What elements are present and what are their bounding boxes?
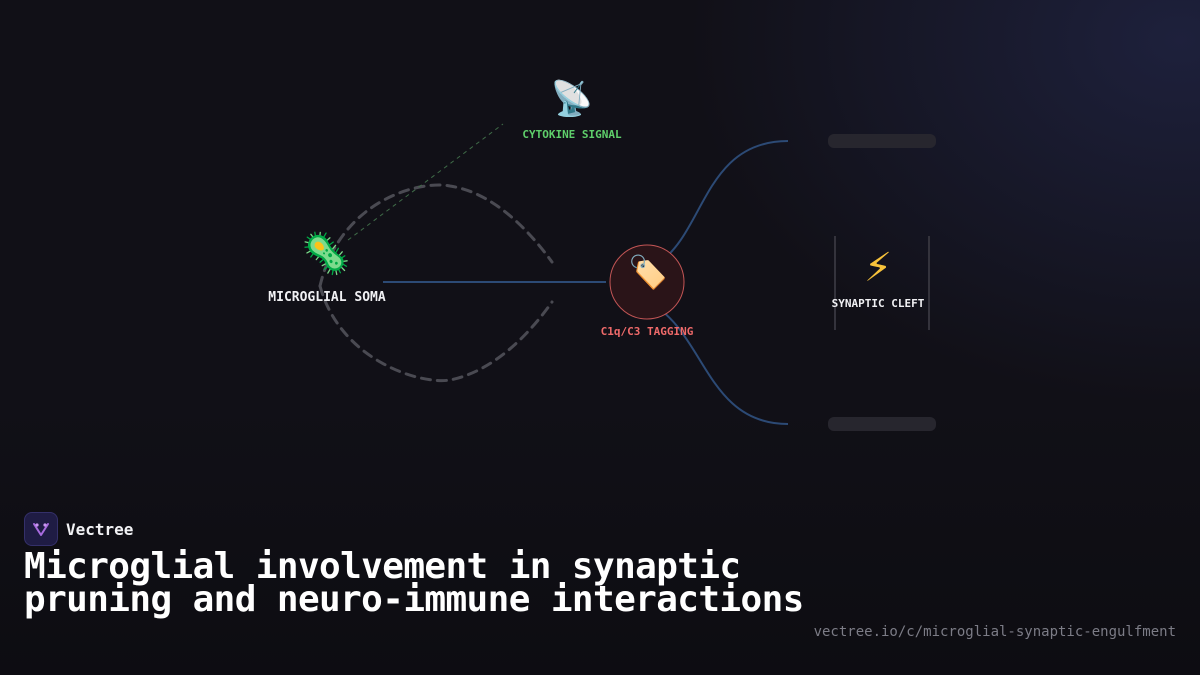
tagging-label: C1q/C3 TAGGING (600, 325, 694, 338)
synaptic-cleft-label: SYNAPTIC CLEFT (831, 297, 925, 310)
satellite-antenna-icon: 📡 (550, 79, 594, 119)
tagging-to-upper-terminal-curve (659, 140, 789, 263)
cytokine-signal-line (347, 123, 504, 241)
dashed-engulfment-loop-lower (318, 284, 554, 383)
lightning-bolt-icon: ⚡ (863, 245, 893, 291)
tag-label-icon: 🏷️ (628, 253, 668, 291)
vectree-logo-icon (24, 512, 58, 546)
soma-label: MICROGLIAL SOMA (268, 290, 386, 305)
brand: Vectree (24, 512, 133, 546)
source-url[interactable]: vectree.io/c/microglial-synaptic-engulfm… (813, 624, 1176, 640)
tagging-node-circle (609, 244, 685, 320)
presynaptic-terminal-bar (828, 134, 936, 148)
dashed-engulfment-loop-upper (318, 183, 554, 288)
vectree-logo-glyph (33, 523, 49, 536)
microbe-icon: 🦠 (301, 231, 351, 277)
page-title: Microglial involvement in synaptic pruni… (24, 546, 804, 620)
postsynaptic-terminal-bar (828, 417, 936, 431)
brand-name: Vectree (66, 519, 134, 539)
tagging-to-lower-terminal-curve (647, 301, 789, 425)
cytokine-signal-label: CYTOKINE SIGNAL (522, 128, 622, 141)
